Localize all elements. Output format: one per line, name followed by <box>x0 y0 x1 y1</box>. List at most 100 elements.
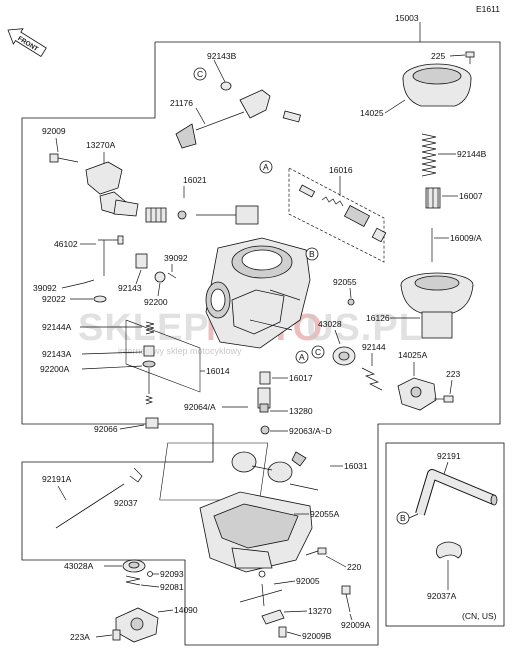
leader-14025 <box>384 99 406 114</box>
leader-92200A <box>81 365 143 370</box>
part-14090-cover <box>115 607 159 643</box>
part-43028-diaphragm <box>332 346 356 366</box>
label-92005: 92005 <box>296 576 320 586</box>
part-92022-washer <box>93 295 107 303</box>
part-16017 <box>259 371 271 385</box>
leader-92081 <box>140 584 160 588</box>
part-92081-spring <box>125 575 141 586</box>
label-46102: 46102 <box>54 239 78 249</box>
part-16014-column <box>142 321 156 405</box>
part-16007 <box>425 187 441 209</box>
leader-b-inset <box>408 513 419 519</box>
main-assembly-frame <box>21 41 501 646</box>
part-46102-rod <box>98 235 124 276</box>
label-92063AD: 92063/A~D <box>289 426 332 436</box>
part-14025-cover <box>402 63 472 107</box>
part-carburetor-body <box>205 237 311 349</box>
label-14090: 14090 <box>174 605 198 615</box>
label-92200A: 92200A <box>40 364 70 374</box>
label-225: 225 <box>431 51 445 61</box>
part-92009A-screw <box>341 585 351 613</box>
part-92143 <box>135 253 148 269</box>
label-13270: 13270 <box>308 606 332 616</box>
label-14025: 14025 <box>360 108 384 118</box>
leader-43028 <box>334 329 341 345</box>
region-note: (CN, US) <box>462 611 497 621</box>
label-92022: 92022 <box>42 294 66 304</box>
part-223-screw <box>434 395 454 403</box>
label-92144A: 92144A <box>42 322 72 332</box>
part-16126-piston <box>400 272 474 339</box>
leader-92066 <box>119 424 145 430</box>
label-223A: 223A <box>70 632 90 642</box>
leader-21176 <box>195 107 206 125</box>
part-92005-fitting <box>239 583 283 607</box>
label-92144: 92144 <box>362 342 386 352</box>
callout-a-top: A <box>263 162 269 172</box>
part-92063 <box>260 425 270 435</box>
leader-92009 <box>55 137 59 153</box>
callout-a-circle-body <box>295 350 309 364</box>
group-16016-outline <box>288 167 385 263</box>
part-float-bowl <box>199 491 313 573</box>
leader-225 <box>449 54 466 57</box>
leader-220 <box>325 555 347 568</box>
label-43028A: 43028A <box>64 561 94 571</box>
callout-c-top: C <box>197 69 203 79</box>
part-92009-screw <box>49 153 79 163</box>
label-13280: 13280 <box>289 406 313 416</box>
part-16021-starter <box>145 205 259 225</box>
label-92200: 92200 <box>144 297 168 307</box>
leader-92191A <box>57 485 67 501</box>
leader-92009B <box>286 631 302 637</box>
watermark-left: SKLEP <box>78 307 210 349</box>
part-92055 <box>347 298 355 306</box>
label-92144B: 92144B <box>457 149 487 159</box>
label-92009A: 92009A <box>341 620 371 630</box>
part-39092b <box>167 272 177 279</box>
part-92191-tube <box>415 469 498 516</box>
part-14025A-cover <box>397 377 437 411</box>
callout-c-circle-body <box>311 345 325 359</box>
part-225-screw <box>465 51 475 64</box>
part-92191A-tube <box>55 483 125 529</box>
watermark-right: US.PL <box>306 307 423 349</box>
leader-92200 <box>157 282 161 297</box>
part-13270-plate <box>261 609 285 625</box>
part-223A-screw <box>112 629 121 641</box>
label-16031: 16031 <box>344 461 368 471</box>
group-16031-outline <box>159 442 269 501</box>
leader-92009A <box>349 613 353 621</box>
part-21176 <box>175 89 301 149</box>
label-92009B: 92009B <box>302 631 332 641</box>
watermark-tagline: internetowy sklep motocyklowy <box>118 346 242 356</box>
label-39092b: 39092 <box>164 253 188 263</box>
callout-c-body: C <box>315 347 321 357</box>
callout-b-circle-body <box>305 247 319 261</box>
label-92055A: 92055A <box>310 509 340 519</box>
label-92081: 92081 <box>160 582 184 592</box>
label-92191A: 92191A <box>42 474 72 484</box>
label-223: 223 <box>446 369 460 379</box>
leader-92005 <box>273 580 296 585</box>
label-220: 220 <box>347 562 361 572</box>
label-92143: 92143 <box>118 283 142 293</box>
cn-us-inset-frame <box>385 442 505 627</box>
label-16014: 16014 <box>206 366 230 376</box>
label-43028: 43028 <box>318 319 342 329</box>
part-92143B <box>220 81 232 91</box>
part-13270A-lever <box>85 161 139 217</box>
leader-223 <box>449 379 453 395</box>
leader-92143A <box>81 351 143 355</box>
leader-14090 <box>157 609 174 613</box>
label-16126: 16126 <box>366 313 390 323</box>
part-92144-spring <box>361 367 383 391</box>
part-92200-oring <box>154 271 166 283</box>
part-16031-float <box>231 451 319 491</box>
leader-92143 <box>135 269 142 285</box>
label-16007: 16007 <box>459 191 483 201</box>
label-14025A: 14025A <box>398 350 428 360</box>
leader-223A <box>95 634 113 638</box>
part-92037-clip <box>129 467 143 483</box>
